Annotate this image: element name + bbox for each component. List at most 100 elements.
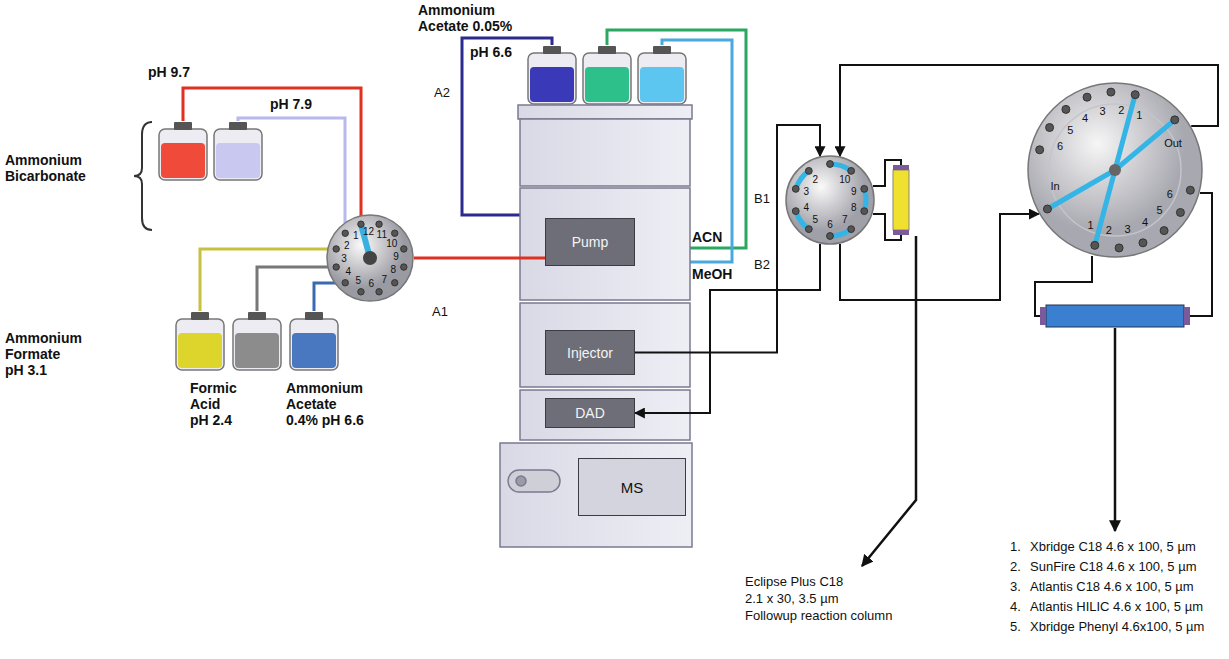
analytical-column: [1040, 307, 1046, 325]
valve-body: [327, 215, 413, 301]
valve-port: [401, 264, 407, 270]
solvent-label: ACN: [692, 229, 722, 245]
dad-detector: DAD: [545, 398, 635, 428]
flow-arrow: [635, 244, 820, 413]
flow-arrow: [635, 125, 820, 353]
bottle: [292, 333, 336, 368]
solvent-line: [314, 283, 340, 311]
valve-port: [848, 167, 855, 174]
followup-column: [893, 165, 909, 235]
leader-line: [862, 236, 916, 566]
followup-column: [893, 230, 909, 235]
port-number: 5: [1157, 205, 1163, 216]
solvent-line: [257, 267, 330, 311]
module-label: DAD: [575, 405, 605, 421]
port-number: 3: [1099, 106, 1105, 117]
port-number: 7: [842, 215, 848, 225]
valve-port: [1043, 205, 1051, 213]
port-number: 10: [386, 239, 397, 249]
list-number: 1.: [1010, 540, 1021, 555]
port-number: 3: [1124, 223, 1130, 234]
solvent-line: [183, 30, 746, 311]
valve-hub: [363, 251, 377, 265]
hplc-stack: [520, 188, 690, 300]
buffer-label: Ammonium Acetate 0.4% pH 6.6: [286, 380, 368, 428]
port-number: 7: [381, 275, 387, 285]
solvent-label: MeOH: [692, 266, 732, 282]
port-number: 3: [803, 187, 809, 197]
bottle: [235, 333, 279, 368]
valve-port: [827, 233, 834, 240]
bottle: [290, 312, 338, 370]
valve-body: [786, 156, 874, 244]
port-number: 6: [1167, 189, 1173, 200]
valve-port: [1091, 241, 1099, 249]
port-number: 6: [1057, 140, 1063, 151]
port-number: 2: [1106, 224, 1112, 235]
valve-port: [792, 208, 799, 215]
flow-channel: [1095, 170, 1115, 245]
valve-port: [333, 264, 339, 270]
port-number: 8: [390, 265, 396, 275]
valve-port: [401, 246, 407, 252]
port-number: In: [1051, 181, 1060, 192]
module-label: Injector: [567, 345, 613, 361]
valve-port: [1160, 227, 1168, 235]
followup-column: [893, 165, 909, 170]
bracket: [134, 122, 152, 230]
column-name: Xbridge C18 4.6 x 100, 5 µm: [1030, 540, 1196, 555]
hplc-stack: [516, 476, 526, 486]
valve-port: [342, 280, 348, 286]
bottle: [233, 312, 281, 370]
list-number: 4.: [1010, 600, 1021, 615]
analytical-column: [1046, 305, 1184, 327]
channel-label: A2: [434, 86, 450, 101]
port-number: 9: [393, 252, 399, 262]
bottle: [176, 312, 224, 370]
ph-label: pH 6.6: [470, 44, 512, 60]
port-number: 4: [1142, 216, 1148, 227]
ph-label: pH 9.7: [148, 64, 190, 80]
flow-channel: [1115, 95, 1135, 170]
hplc-stack: [520, 390, 690, 440]
bottle: [583, 46, 631, 104]
port-number: 8: [851, 203, 857, 213]
column-name: SunFire C18 4.6 x 100, 5 µm: [1030, 560, 1196, 575]
analytical-column: [1040, 305, 1190, 327]
valve-port: [1115, 244, 1123, 252]
valve-shape: [1027, 82, 1203, 258]
port-number: 12: [363, 227, 374, 237]
port-number: Out: [1164, 137, 1182, 148]
column-name: Atlantis C18 4.6 x 100, 5 µm: [1030, 580, 1194, 595]
hplc-stack: [500, 443, 692, 547]
valve-port: [1083, 93, 1091, 101]
tubing: [1190, 193, 1212, 316]
column-label: 2.1 x 30, 3.5 µm: [745, 592, 838, 607]
valve-port: [792, 185, 799, 192]
port-number: 10: [839, 175, 850, 185]
port-number: 5: [813, 215, 819, 225]
port-number: 1: [1088, 219, 1094, 230]
buffer-label: Ammonium Acetate 0.05%: [418, 2, 518, 34]
buffer-label: Ammonium Bicarbonate: [5, 152, 100, 184]
bottle: [640, 67, 684, 102]
column-label: Eclipse Plus C18: [745, 575, 843, 590]
buffer-label: Formic Acid pH 2.4: [190, 380, 238, 428]
bottle: [216, 143, 260, 178]
valve-port: [392, 230, 398, 236]
hplc-stack: [500, 105, 692, 547]
valve-port: [848, 226, 855, 233]
bottle: [214, 122, 262, 180]
column-name: Xbridge Phenyl 4.6x100, 5 µm: [1030, 620, 1204, 635]
analytical-column: [1184, 307, 1190, 325]
bottle: [178, 333, 222, 368]
port-number: 6: [369, 279, 375, 289]
valve-body: [1028, 83, 1202, 257]
port-number: 2: [344, 241, 350, 251]
bottle: [161, 143, 205, 178]
hplc-stack: [508, 470, 560, 492]
selector-valve: 123456789101112: [326, 214, 414, 302]
port-number: 5: [1067, 124, 1073, 135]
ten-port-valve: 2345678910: [785, 155, 875, 245]
valve-port: [1171, 116, 1179, 124]
